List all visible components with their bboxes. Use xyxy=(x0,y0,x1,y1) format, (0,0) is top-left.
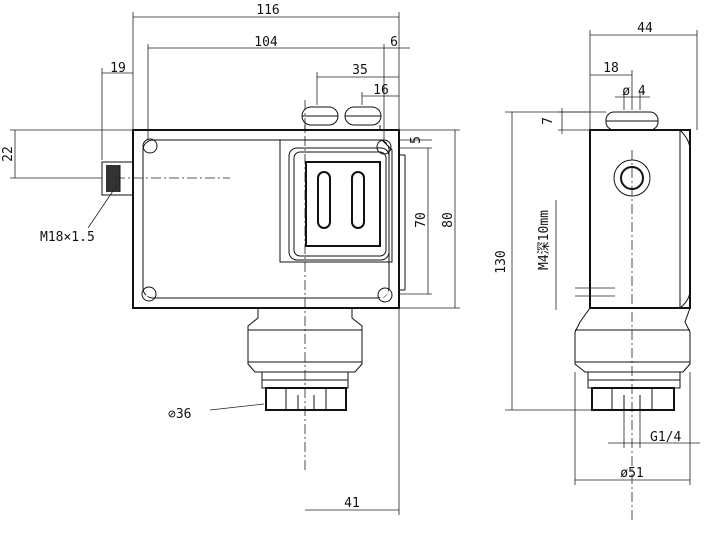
dim-7: 7 xyxy=(541,117,556,125)
housing-outline xyxy=(132,129,400,309)
pressure-fitting xyxy=(247,308,363,411)
corner-screw-bottom-left xyxy=(141,286,157,302)
dim-d51: ø51 xyxy=(620,466,643,481)
top-adjust-screws xyxy=(301,106,382,130)
hex-label: ⊘36 xyxy=(168,407,191,422)
corner-screw-bottom-right xyxy=(377,287,393,303)
side-housing xyxy=(589,129,691,309)
dim-104: 104 xyxy=(254,35,278,50)
connector-socket xyxy=(279,139,393,263)
thread-port xyxy=(101,161,134,196)
front-view xyxy=(101,100,406,470)
front-dimensions: 116 104 6 19 35 16 22 5 70 xyxy=(1,3,460,515)
dim-80: 80 xyxy=(441,212,456,228)
dim-70: 70 xyxy=(414,212,429,228)
dim-6: 6 xyxy=(390,35,398,50)
dim-19: 19 xyxy=(110,61,126,76)
hex-nut xyxy=(265,387,347,411)
dim-44: 44 xyxy=(637,21,653,36)
dim-116: 116 xyxy=(256,3,279,18)
dim-16: 16 xyxy=(373,83,389,98)
side-view xyxy=(574,111,691,520)
m4-label: M4深10mm xyxy=(537,210,552,270)
corner-screw-top-left xyxy=(142,138,158,154)
thread-label: M18×1.5 xyxy=(40,230,95,245)
dim-41: 41 xyxy=(344,496,360,511)
g14-label: G1/4 xyxy=(650,430,681,445)
socket-pin-right xyxy=(351,171,365,229)
side-dimensions: 44 18 ø 4 7 130 M4深10mm G1/4 ø51 xyxy=(494,21,700,485)
dim-130: 130 xyxy=(494,250,509,273)
socket-pin-left xyxy=(317,171,331,229)
dim-d4: ø 4 xyxy=(622,84,646,99)
dim-5: 5 xyxy=(409,136,424,144)
dim-18: 18 xyxy=(603,61,619,76)
dim-22: 22 xyxy=(1,146,16,162)
dim-35: 35 xyxy=(352,63,368,78)
